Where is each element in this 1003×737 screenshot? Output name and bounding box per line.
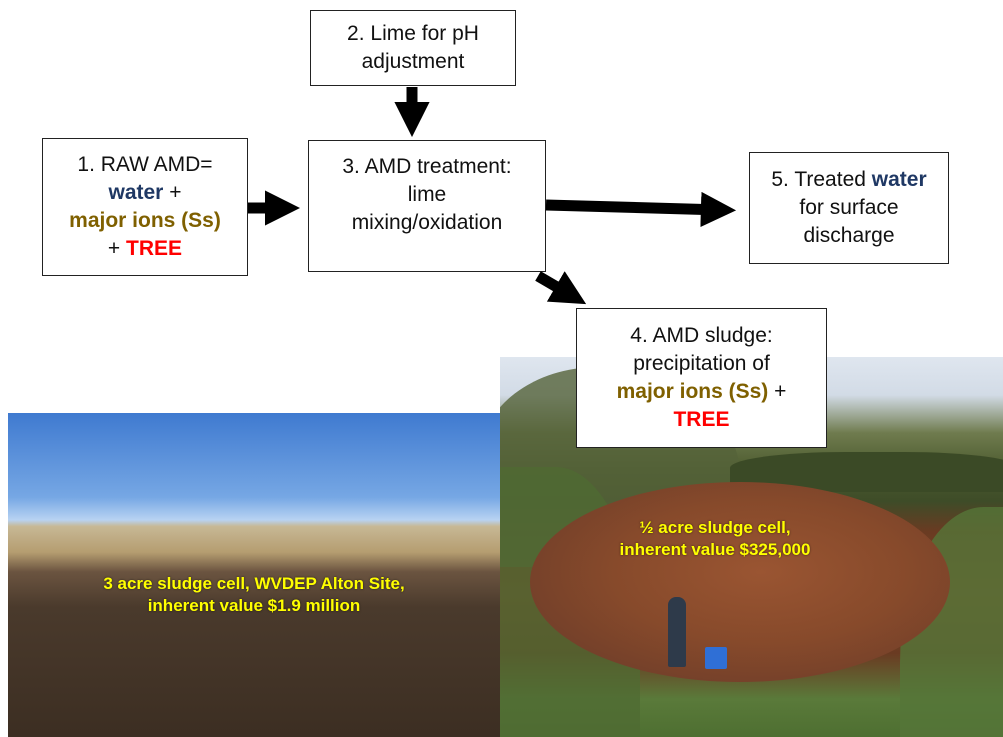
- lime-line1: 2. Lime for pH: [347, 22, 479, 45]
- treatment-line2: lime: [407, 183, 447, 206]
- raw-amd-ions-line: major ions (Ss): [69, 207, 221, 235]
- sludge-tree-line: TREE: [617, 406, 787, 434]
- plus-sign: +: [107, 237, 127, 260]
- person-figure: [668, 597, 686, 667]
- arrow-treatment-to-sludge: [535, 271, 587, 305]
- major-ions-term: major ions (Ss): [616, 380, 769, 403]
- raw-amd-tree-line: + TREE: [69, 235, 221, 263]
- treated-line2: for surface: [799, 196, 899, 219]
- treatment-line3: mixing/oxidation: [351, 211, 503, 234]
- treated-water-box: 5. Treated water for surface discharge: [749, 152, 949, 264]
- major-ions-term: major ions (Ss): [69, 209, 221, 232]
- raw-amd-title: 1. RAW AMD=: [77, 153, 213, 176]
- cracked-sludge-cell: [530, 482, 950, 682]
- sludge-cell-photo-alton: 3 acre sludge cell, WVDEP Alton Site, in…: [8, 413, 500, 737]
- treated-line3: discharge: [803, 224, 895, 247]
- treated-line1: 5. Treated water: [771, 166, 926, 194]
- amd-treatment-box: 3. AMD treatment: lime mixing/oxidation: [308, 140, 546, 272]
- caption-line: inherent value $1.9 million: [147, 596, 361, 615]
- raw-amd-box: 1. RAW AMD= water + major ions (Ss) + TR…: [42, 138, 248, 276]
- caption-line: 3 acre sludge cell, WVDEP Alton Site,: [103, 574, 405, 593]
- amd-sludge-box: 4. AMD sludge: precipitation of major io…: [576, 308, 827, 448]
- water-term: water: [108, 181, 164, 204]
- treated-prefix: 5. Treated: [771, 168, 872, 191]
- photo-caption-half-acre: ½ acre sludge cell, inherent value $325,…: [500, 517, 930, 561]
- arrow-treatment-to-treated: [545, 191, 737, 227]
- caption-line: inherent value $325,000: [619, 540, 811, 559]
- tree-term: TREE: [673, 408, 730, 431]
- plus-sign: +: [163, 181, 182, 204]
- sludge-cell-photo-half-acre: ½ acre sludge cell, inherent value $325,…: [500, 357, 1003, 737]
- lime-line2: adjustment: [361, 50, 465, 73]
- photo-caption-alton: 3 acre sludge cell, WVDEP Alton Site, in…: [8, 573, 500, 617]
- sludge-line1: 4. AMD sludge:: [630, 324, 773, 347]
- lime-box: 2. Lime for pH adjustment: [310, 10, 516, 86]
- plus-sign: +: [768, 380, 787, 403]
- treatment-line1: 3. AMD treatment:: [342, 155, 512, 178]
- water-term: water: [871, 168, 927, 191]
- caption-line: ½ acre sludge cell,: [639, 518, 791, 537]
- blue-bucket: [705, 647, 727, 669]
- sludge-line2: precipitation of: [633, 352, 770, 375]
- tree-term: TREE: [126, 237, 183, 260]
- sludge-ions-line: major ions (Ss) +: [617, 378, 787, 406]
- raw-amd-water-line: water +: [69, 179, 221, 207]
